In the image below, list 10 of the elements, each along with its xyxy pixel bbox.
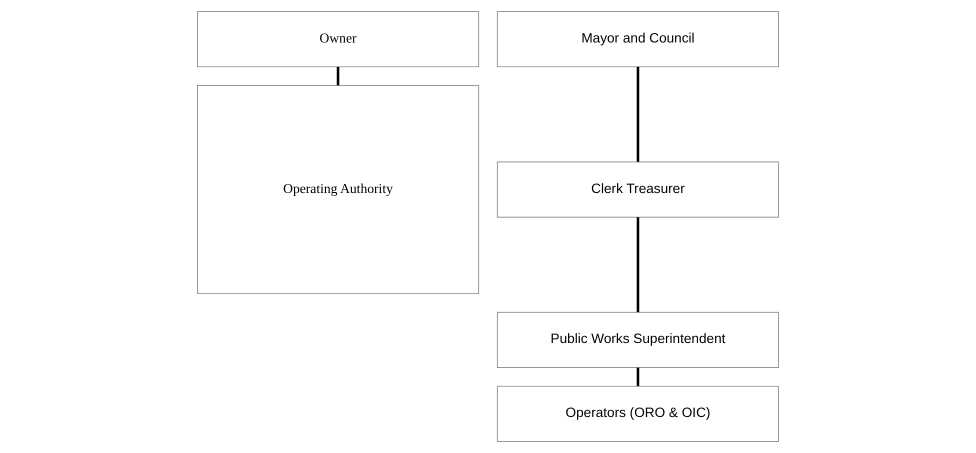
node-box: Operating Authority xyxy=(196,85,480,294)
connector xyxy=(636,66,640,162)
node-box: Mayor and Council xyxy=(496,11,780,68)
node-box: Clerk Treasurer xyxy=(496,162,780,218)
node-box: Operators (ORO & OIC) xyxy=(496,386,780,442)
connector xyxy=(336,66,340,86)
node-box: Public Works Superintendent xyxy=(496,312,780,368)
connector xyxy=(636,368,640,386)
node-box: Owner xyxy=(196,11,480,68)
connector xyxy=(636,217,640,312)
